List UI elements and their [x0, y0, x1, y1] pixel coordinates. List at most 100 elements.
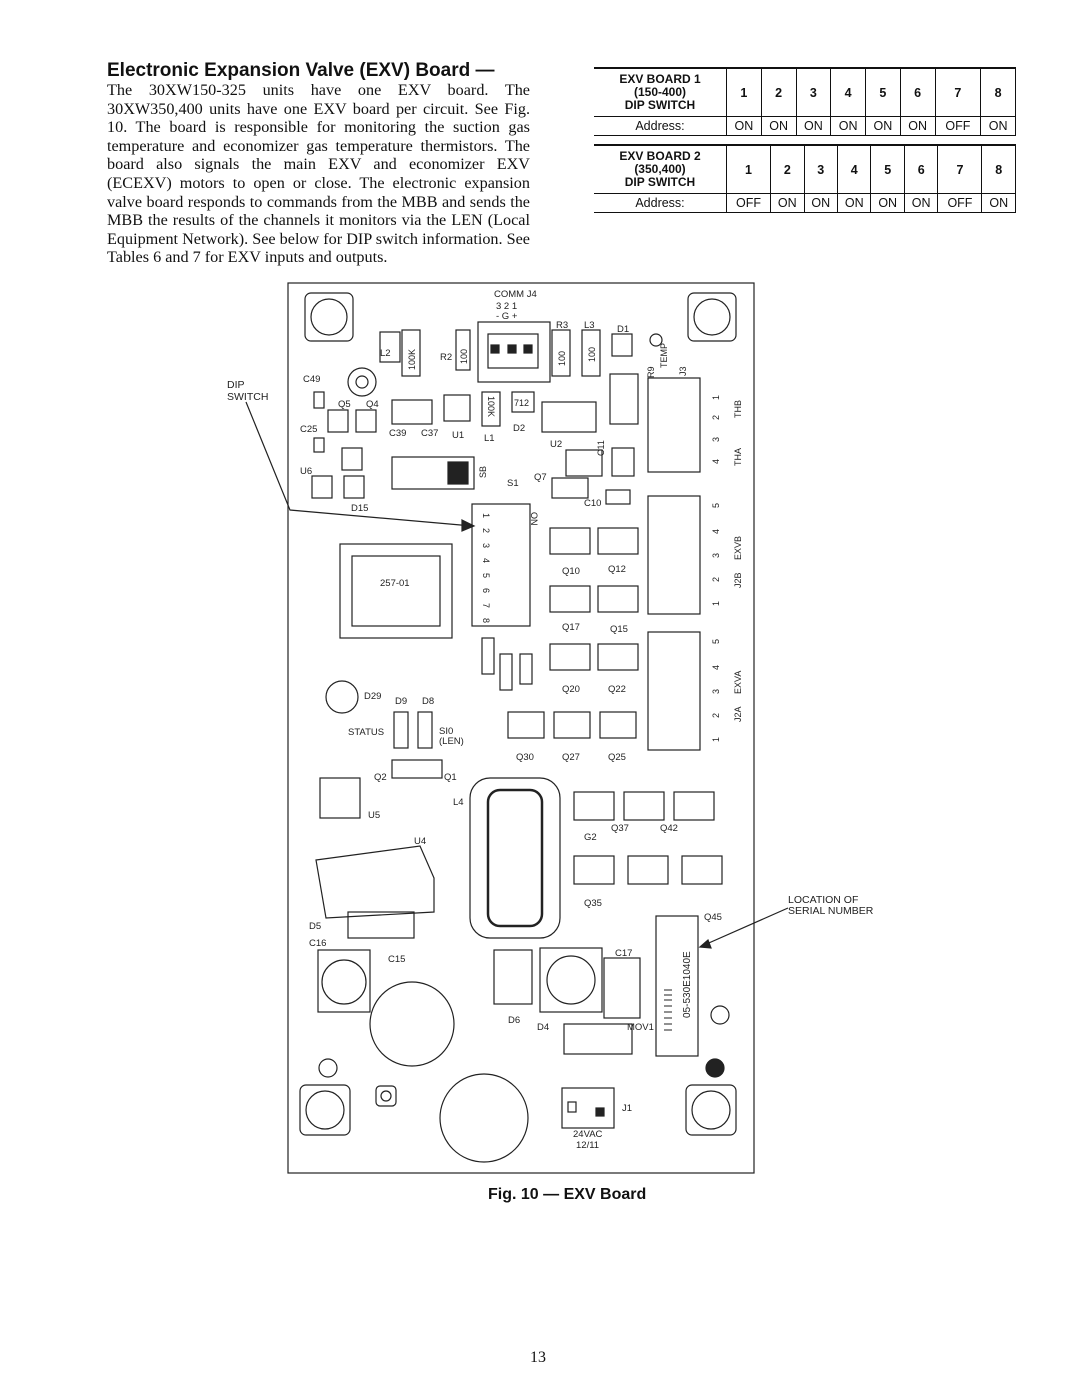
- power-label: 24VAC: [573, 1129, 603, 1140]
- j2b-pin: 3: [711, 553, 721, 558]
- capacitor: [313, 437, 325, 453]
- transistor: [553, 711, 591, 739]
- resistor: [481, 391, 501, 427]
- chip-label: 257-01: [380, 578, 410, 589]
- ic-u1: [443, 394, 471, 422]
- switch-value: OFF: [725, 193, 772, 213]
- switch-number: 4: [830, 67, 866, 117]
- regulator: [511, 391, 535, 413]
- svg-text:Q10: Q10: [562, 566, 580, 577]
- switch-number: 3: [795, 67, 832, 117]
- transistor: [599, 711, 637, 739]
- figure-caption: Fig. 10 — EXV Board: [488, 1186, 647, 1203]
- dip-callout-text: SWITCH: [227, 391, 268, 403]
- svg-text:D4: D4: [537, 1022, 549, 1033]
- j3-pin: 1: [711, 395, 721, 400]
- j2b-pin: 1: [711, 601, 721, 606]
- standoff: [347, 367, 377, 397]
- switch-value: ON: [795, 116, 832, 136]
- capacitor: [439, 1073, 529, 1163]
- cap-array: [391, 399, 433, 425]
- j2b-pin: 5: [711, 503, 721, 508]
- transistor: [573, 855, 615, 885]
- serial-arrowhead: [698, 938, 712, 949]
- transistor: [597, 527, 639, 555]
- transistor: [681, 855, 723, 885]
- transistor: [549, 527, 591, 555]
- j2b-pin: 4: [711, 529, 721, 534]
- svg-text:C11: C11: [596, 440, 606, 456]
- svg-text:100K: 100K: [407, 349, 417, 370]
- transistor: [355, 409, 377, 433]
- page-number: 13: [530, 1349, 546, 1366]
- ic-small: [565, 449, 603, 477]
- svg-text:THA: THA: [733, 448, 743, 466]
- svg-text:U4: U4: [414, 836, 426, 847]
- svg-text:Q37: Q37: [611, 823, 629, 834]
- svg-text:Q12: Q12: [608, 564, 626, 575]
- diode: [499, 653, 513, 691]
- row-label: Address:: [594, 193, 727, 213]
- resistor: [581, 329, 601, 377]
- svg-text:Q20: Q20: [562, 684, 580, 695]
- status-led: [325, 680, 359, 714]
- switch-value: ON: [870, 193, 905, 213]
- svg-text:TEMP: TEMP: [659, 343, 669, 368]
- switch-value: OFF: [934, 116, 982, 136]
- svg-text:Q7: Q7: [534, 472, 547, 483]
- switch-number: 8: [980, 67, 1016, 117]
- board-outline: [287, 282, 755, 1174]
- comm-label: COMM J4: [494, 289, 537, 300]
- svg-text:Q17: Q17: [562, 622, 580, 633]
- switch-value: OFF: [937, 193, 983, 213]
- svg-text:J1: J1: [622, 1103, 632, 1114]
- resistor: [455, 329, 471, 371]
- svg-text:C15: C15: [388, 954, 405, 965]
- svg-text:D6: D6: [508, 1015, 520, 1026]
- comm-pins: 3 2 1: [496, 301, 517, 312]
- table-header: EXV BOARD 1 (150-400) DIP SWITCH: [594, 67, 727, 117]
- svg-text:C49: C49: [303, 374, 320, 385]
- svg-text:Q1: Q1: [444, 772, 457, 783]
- comm-signs: - G +: [496, 311, 518, 322]
- connector-j2b: [647, 495, 701, 615]
- cap-pair: [609, 373, 639, 425]
- svg-text:U1: U1: [452, 430, 464, 441]
- capacitor-c16: [317, 949, 371, 1013]
- svg-text:Q42: Q42: [660, 823, 678, 834]
- dip-callout-text: DIP: [227, 379, 245, 391]
- switch-number: 8: [981, 144, 1016, 194]
- transistor: [507, 711, 545, 739]
- capacitor-c15: [369, 981, 455, 1067]
- switch-value: ON: [760, 116, 797, 136]
- transistor: [673, 791, 715, 821]
- transistor-q7: [551, 477, 589, 499]
- transistor: [549, 585, 591, 613]
- svg-text:U5: U5: [368, 810, 380, 821]
- svg-text:Q15: Q15: [610, 624, 628, 635]
- j3-pin: 3: [711, 437, 721, 442]
- svg-text:L2: L2: [380, 348, 391, 359]
- capacitor: [313, 391, 325, 409]
- svg-text:EXVB: EXVB: [733, 536, 743, 560]
- transistor: [627, 855, 669, 885]
- svg-text:L3: L3: [584, 320, 595, 331]
- ic-u2: [541, 401, 597, 433]
- j3-pin: 2: [711, 415, 721, 420]
- svg-text:D2: D2: [513, 423, 525, 434]
- svg-text:D5: D5: [309, 921, 321, 932]
- svg-text:D8: D8: [422, 696, 434, 707]
- dip-number: 6: [481, 588, 491, 593]
- serial-callout-text: LOCATION OF: [788, 894, 858, 906]
- dip-number: 2: [481, 528, 491, 533]
- switch-number: 3: [803, 144, 839, 194]
- svg-text:S1: S1: [507, 478, 519, 489]
- transistor: [391, 759, 443, 779]
- switch-value: ON: [803, 193, 839, 213]
- svg-text:100: 100: [557, 351, 567, 366]
- svg-text:G2: G2: [584, 832, 597, 843]
- svg-text:C37: C37: [421, 428, 438, 439]
- dip-table-board1: EXV BOARD 1 (150-400) DIP SWITCH 1 2 3 4…: [594, 67, 1016, 136]
- diode-d4: [563, 1023, 633, 1055]
